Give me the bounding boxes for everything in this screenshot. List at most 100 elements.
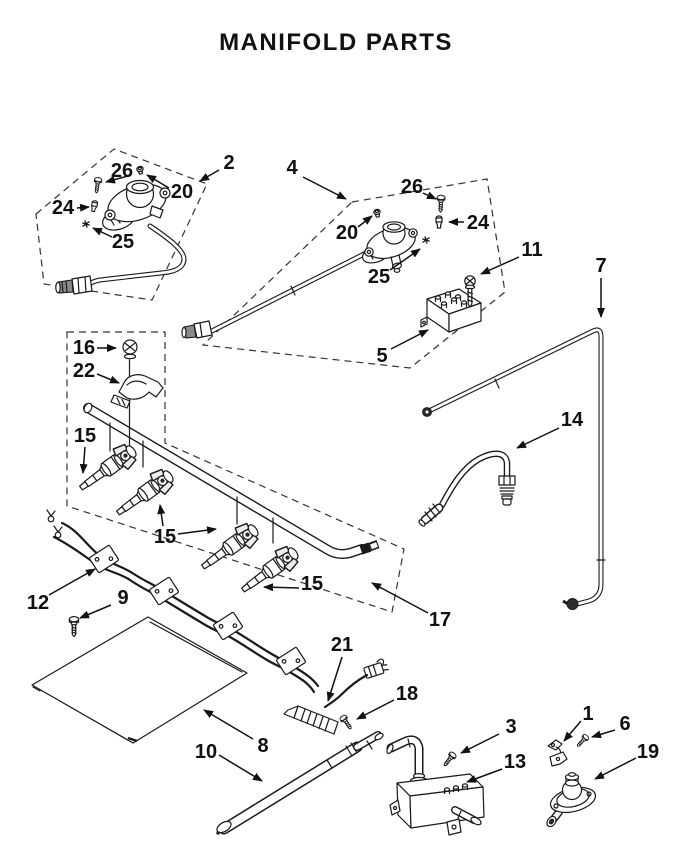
callout-label: 12 xyxy=(27,592,49,614)
callout-label: 11 xyxy=(521,239,542,261)
callout-label: 25 xyxy=(112,231,134,253)
callout-8-24: 8 xyxy=(203,709,269,757)
part-12-ignition-harness xyxy=(46,509,320,694)
part-20-grommet-b xyxy=(372,208,382,219)
callout-label: 20 xyxy=(336,222,358,244)
callout-label: 19 xyxy=(637,741,659,763)
callout-9-20: 9 xyxy=(79,587,129,619)
callout-label: 5 xyxy=(376,345,387,367)
callout-label: 2 xyxy=(223,152,234,174)
part-25-clip-b xyxy=(422,236,430,244)
callout-label: 15 xyxy=(74,425,96,447)
part-7-gas-supply-tube xyxy=(422,327,606,610)
callout-26-6: 26 xyxy=(401,176,437,200)
part-24-orifice-a xyxy=(89,199,99,213)
part-19-pressure-regulator xyxy=(546,772,597,828)
part-2-regulator-tube-assembly xyxy=(55,179,187,295)
callout-16-14: 16 xyxy=(73,337,117,359)
callout-20-3: 20 xyxy=(146,174,193,203)
part-21-ignitor-electrode xyxy=(283,658,389,735)
part-24-orifice-b xyxy=(435,215,443,229)
callout-label: 25 xyxy=(368,266,390,288)
callout-label: 9 xyxy=(117,587,128,609)
callout-label: 24 xyxy=(52,197,75,219)
part-15-gas-valve-2 xyxy=(109,463,180,524)
callout-label: 13 xyxy=(504,751,526,773)
callout-25-5: 25 xyxy=(92,227,134,253)
part-25-clip-a xyxy=(82,220,90,228)
callout-17-21: 17 xyxy=(371,582,451,631)
callout-3-26: 3 xyxy=(460,716,517,754)
callout-label: 26 xyxy=(111,160,133,182)
callout-label: 3 xyxy=(505,716,516,738)
callout-18-23: 18 xyxy=(356,683,418,720)
callout-24-7: 24 xyxy=(448,212,490,234)
manifold-group-outline xyxy=(66,331,405,613)
callout-label: 16 xyxy=(73,337,95,359)
part-26-screw-a xyxy=(92,176,103,194)
callout-label: 18 xyxy=(396,683,418,705)
part-17-manifold-pipe xyxy=(83,402,380,559)
callout-label: 4 xyxy=(286,157,298,179)
callout-label: 7 xyxy=(595,255,606,277)
callout-label: 1 xyxy=(582,703,593,725)
callout-15-18: 15 xyxy=(263,573,323,595)
callout-label: 26 xyxy=(401,176,423,198)
callout-label: 21 xyxy=(331,634,353,656)
part-11-screw xyxy=(464,275,476,308)
part-8-heat-shield-panel xyxy=(31,616,248,744)
callout-5-11: 5 xyxy=(376,329,429,367)
callout-1-28: 1 xyxy=(563,703,594,742)
part-22-manifold-bracket xyxy=(110,374,164,409)
part-15-gas-valve-4 xyxy=(234,540,305,601)
callout-25-9: 25 xyxy=(368,248,421,288)
callout-label: 17 xyxy=(429,609,451,631)
group-4-outline xyxy=(201,178,506,369)
callout-10-25: 10 xyxy=(195,741,263,782)
callout-22-15: 22 xyxy=(73,360,120,384)
callout-13-27: 13 xyxy=(466,751,526,783)
part-5-spark-module xyxy=(420,288,482,333)
part-15-gas-valve-3 xyxy=(194,517,265,578)
part-4-tube-regulator-assembly xyxy=(181,221,418,339)
callout-26-2: 26 xyxy=(105,160,133,184)
callout-21-22: 21 xyxy=(326,634,353,702)
callout-15-16: 15 xyxy=(74,425,96,474)
callout-label: 8 xyxy=(257,735,268,757)
callout-label: 15 xyxy=(301,573,323,595)
part-14-flex-hose xyxy=(418,450,516,527)
callout-2-0: 2 xyxy=(199,152,235,182)
group-2-outline xyxy=(35,148,208,301)
callout-14-13: 14 xyxy=(516,409,584,449)
callout-label: 10 xyxy=(195,741,217,763)
callout-15-17: 15 xyxy=(154,504,217,548)
part-10-burner-tube xyxy=(216,731,384,835)
part-18-screw xyxy=(338,713,355,732)
part-26-screw-b xyxy=(436,194,446,213)
part-9-screw xyxy=(68,615,80,638)
callout-label: 20 xyxy=(171,181,193,203)
callout-label: 22 xyxy=(73,360,95,382)
part-20-grommet-a xyxy=(135,165,145,176)
callout-label: 6 xyxy=(619,713,630,735)
part-6-screw xyxy=(574,732,591,749)
callout-label: 24 xyxy=(467,212,490,234)
callout-label: 15 xyxy=(154,526,176,548)
callout-12-19: 12 xyxy=(27,568,96,614)
part-3-screw xyxy=(440,750,458,769)
callout-11-10: 11 xyxy=(480,239,543,275)
callout-24-4: 24 xyxy=(52,197,90,219)
callout-20-8: 20 xyxy=(336,215,373,244)
callout-4-1: 4 xyxy=(286,157,347,200)
part-1-mounting-clip xyxy=(547,739,568,767)
page-title: MANIFOLD PARTS xyxy=(219,29,453,56)
callout-6-29: 6 xyxy=(591,713,631,739)
callout-19-30: 19 xyxy=(594,741,659,780)
part-16-screw xyxy=(122,339,138,452)
valve-stems xyxy=(109,422,274,544)
callout-label: 14 xyxy=(561,409,584,431)
part-13-gas-valve-assembly xyxy=(386,735,485,836)
